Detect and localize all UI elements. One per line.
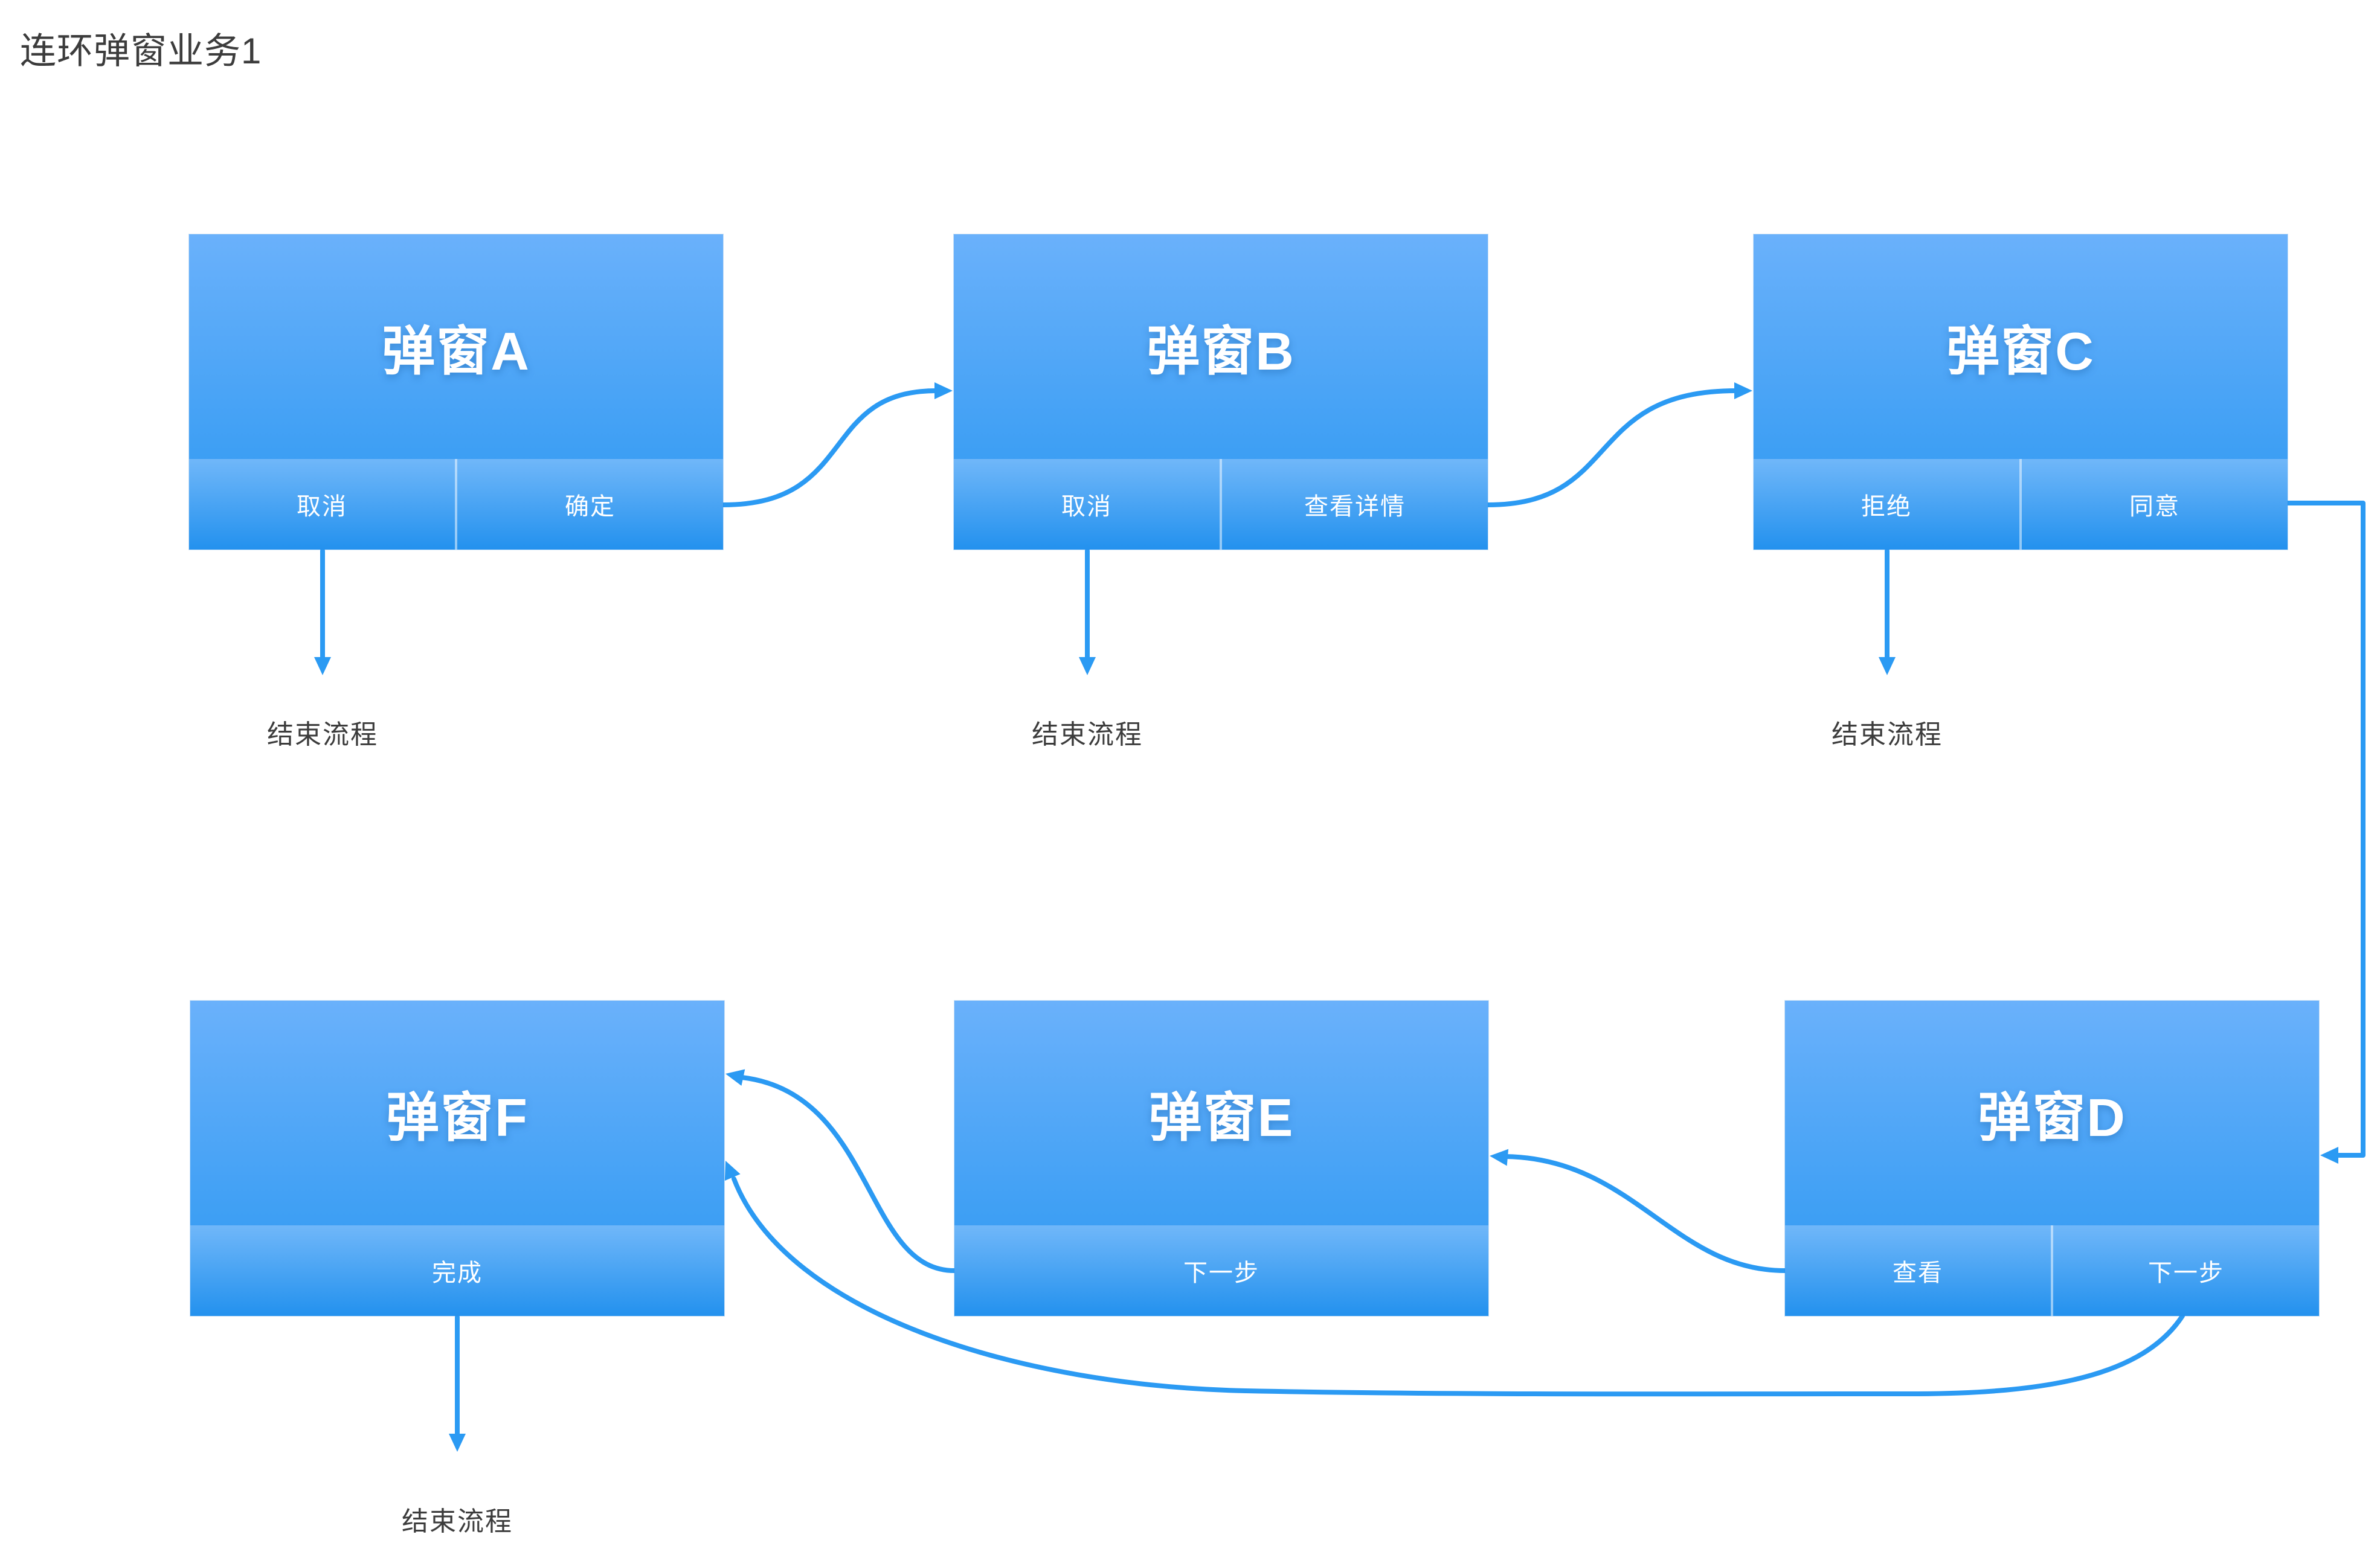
- popup-c-title: 弹窗C: [1946, 321, 2095, 381]
- popup-b-title: 弹窗B: [1147, 321, 1295, 381]
- popup-d-footer: 查看 下一步: [1785, 1225, 2319, 1316]
- connector-e-to-f: [739, 1075, 957, 1273]
- popup-e-footer: 下一步: [954, 1225, 1488, 1316]
- arrowhead-c-to-d: [2320, 1147, 2338, 1164]
- arrowhead-a-to-end: [314, 657, 331, 675]
- popup-f-title: 弹窗F: [386, 1087, 529, 1147]
- popup-b-body: 弹窗B: [954, 234, 1488, 459]
- connector-a-to-b: [721, 388, 939, 507]
- end-flow-label-a: 结束流程: [267, 720, 378, 749]
- end-flow-label-f: 结束流程: [402, 1507, 513, 1536]
- popup-d: 弹窗D 查看 下一步: [1785, 1001, 2319, 1316]
- arrowhead-f-to-end: [449, 1434, 466, 1452]
- connector-d-to-e: [1503, 1154, 1787, 1273]
- popup-f: 弹窗F 完成: [190, 1001, 724, 1316]
- popup-a-title: 弹窗A: [382, 321, 530, 381]
- popup-a-footer: 取消 确定: [189, 459, 723, 550]
- arrowhead-e-to-f: [725, 1069, 745, 1086]
- popup-b-footer: 取消 查看详情: [954, 459, 1488, 550]
- popup-e: 弹窗E 下一步: [954, 1001, 1488, 1316]
- popup-c-reject-button[interactable]: 拒绝: [1754, 459, 2019, 550]
- popup-d-next-button[interactable]: 下一步: [2051, 1225, 2319, 1316]
- connector-b-to-c: [1485, 388, 1738, 507]
- popup-f-footer: 完成: [190, 1225, 724, 1316]
- arrowhead-d-to-e: [1490, 1149, 1509, 1166]
- popup-e-body: 弹窗E: [954, 1001, 1488, 1225]
- popup-c: 弹窗C 拒绝 同意: [1754, 234, 2288, 550]
- popup-f-body: 弹窗F: [190, 1001, 724, 1225]
- end-flow-label-c: 结束流程: [1832, 720, 1943, 749]
- popup-c-footer: 拒绝 同意: [1754, 459, 2288, 550]
- popup-a-cancel-button[interactable]: 取消: [189, 459, 455, 550]
- popup-e-next-button[interactable]: 下一步: [954, 1225, 1488, 1316]
- arrowhead-c-to-end: [1879, 657, 1896, 675]
- arrowhead-a-to-b: [934, 382, 953, 399]
- popup-a-body: 弹窗A: [189, 234, 723, 459]
- popup-d-body: 弹窗D: [1785, 1001, 2319, 1225]
- popup-b: 弹窗B 取消 查看详情: [954, 234, 1488, 550]
- popup-f-done-button[interactable]: 完成: [190, 1225, 724, 1316]
- page-title: 连环弹窗业务1: [20, 31, 262, 71]
- popup-d-title: 弹窗D: [1978, 1087, 2126, 1147]
- popup-a-confirm-button[interactable]: 确定: [455, 459, 723, 550]
- arrowhead-b-to-end: [1079, 657, 1096, 675]
- popup-c-agree-button[interactable]: 同意: [2019, 459, 2288, 550]
- popup-e-title: 弹窗E: [1148, 1087, 1295, 1147]
- arrowhead-b-to-c: [1734, 382, 1752, 399]
- popup-b-cancel-button[interactable]: 取消: [954, 459, 1220, 550]
- popup-d-view-button[interactable]: 查看: [1785, 1225, 2051, 1316]
- popup-a: 弹窗A 取消 确定: [189, 234, 723, 550]
- popup-c-body: 弹窗C: [1754, 234, 2288, 459]
- end-flow-label-b: 结束流程: [1032, 720, 1143, 749]
- popup-b-details-button[interactable]: 查看详情: [1220, 459, 1488, 550]
